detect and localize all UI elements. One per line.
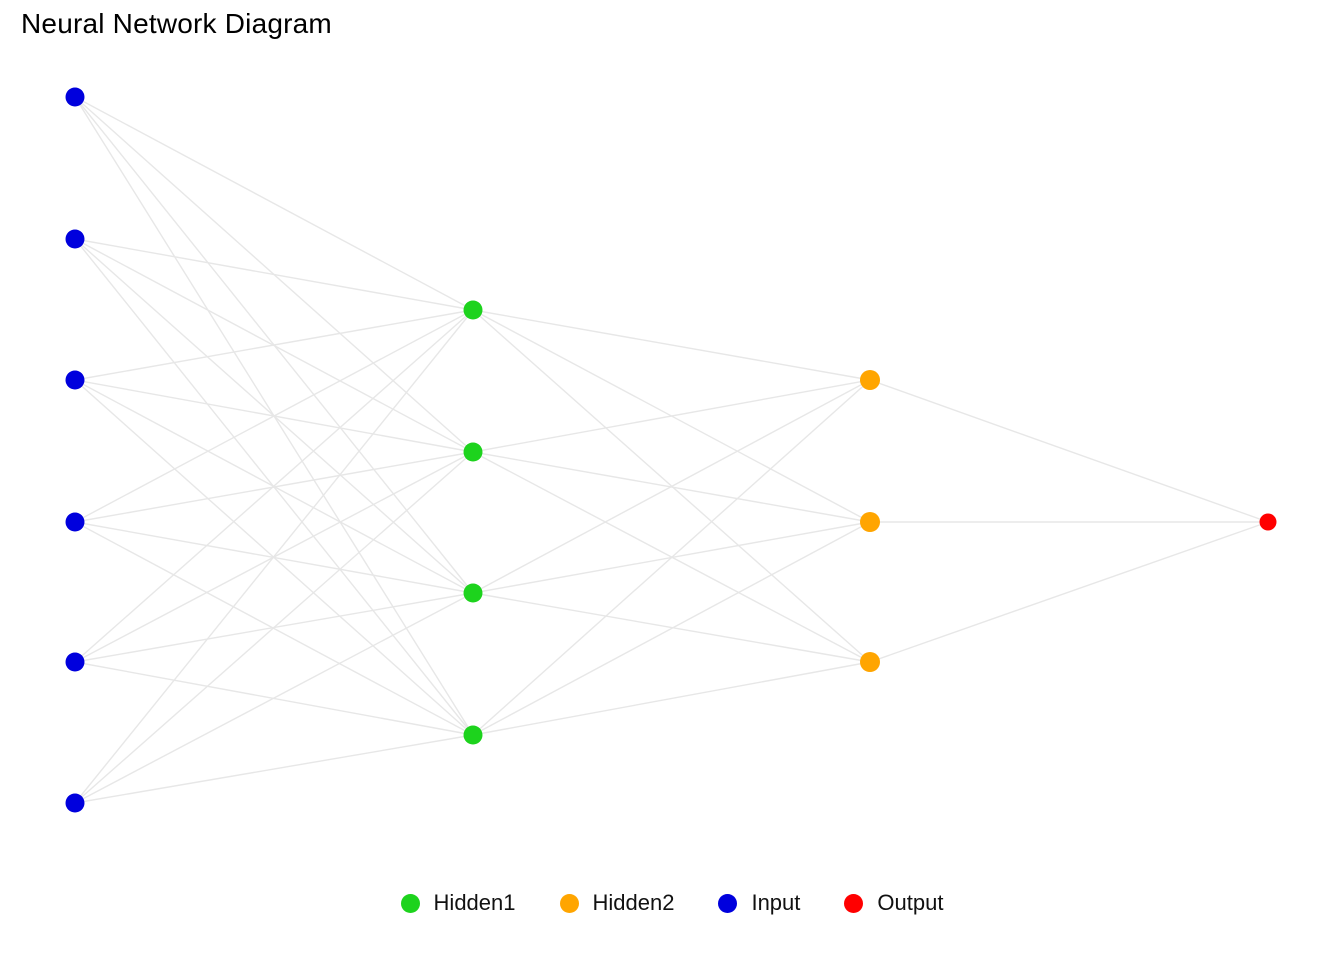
edge-hidden1-to-hidden2 (472, 379, 871, 594)
legend-label: Hidden1 (433, 890, 516, 915)
input-node (65, 512, 85, 532)
edge-input-to-hidden1 (74, 309, 474, 804)
edge-hidden1-to-hidden2 (472, 521, 871, 736)
input-node (65, 793, 85, 813)
edge-hidden1-to-hidden2 (472, 309, 871, 381)
edge-hidden1-to-hidden2 (472, 379, 871, 453)
input-legend-dot-icon (718, 893, 738, 913)
input-node (65, 87, 85, 107)
plot-title: Neural Network Diagram (21, 8, 332, 39)
hidden1-node (463, 725, 483, 745)
edge-input-to-hidden1 (74, 734, 474, 804)
edge-input-to-hidden1 (74, 521, 474, 736)
legend-label: Input (751, 890, 801, 915)
hidden2-node (860, 652, 880, 672)
edge-hidden2-to-output (869, 521, 1269, 663)
edge-hidden2-to-output (869, 379, 1269, 523)
legend: Hidden1 Hidden2 Input Output (0, 890, 1344, 916)
edge-input-to-hidden1 (74, 309, 474, 663)
edge-hidden1-to-hidden2 (472, 592, 871, 663)
legend-label: Hidden2 (592, 890, 675, 915)
hidden1-node (463, 583, 483, 603)
edge-input-to-hidden1 (74, 592, 474, 804)
legend-item-input: Input (718, 890, 800, 916)
input-node (65, 370, 85, 390)
legend-item-hidden1: Hidden1 (400, 890, 516, 916)
edge-input-to-hidden1 (74, 451, 474, 523)
edge-input-to-hidden1 (74, 96, 474, 311)
legend-item-hidden2: Hidden2 (559, 890, 675, 916)
edge-hidden1-to-hidden2 (472, 661, 871, 736)
hidden2-node (860, 512, 880, 532)
edge-input-to-hidden1 (74, 309, 474, 381)
hidden2-legend-dot-icon (559, 893, 579, 913)
legend-label: Output (877, 890, 944, 915)
edge-input-to-hidden1 (74, 309, 474, 523)
hidden2-node (860, 370, 880, 390)
output-node (1259, 513, 1277, 531)
input-node (65, 229, 85, 249)
legend-item-output: Output (844, 890, 943, 916)
input-node (65, 652, 85, 672)
hidden1-node (463, 442, 483, 462)
edge-hidden1-to-hidden2 (472, 379, 871, 736)
hidden1-legend-dot-icon (400, 893, 420, 913)
edge-input-to-hidden1 (74, 238, 474, 311)
output-legend-dot-icon (844, 893, 864, 913)
edge-input-to-hidden1 (74, 451, 474, 804)
hidden1-node (463, 300, 483, 320)
